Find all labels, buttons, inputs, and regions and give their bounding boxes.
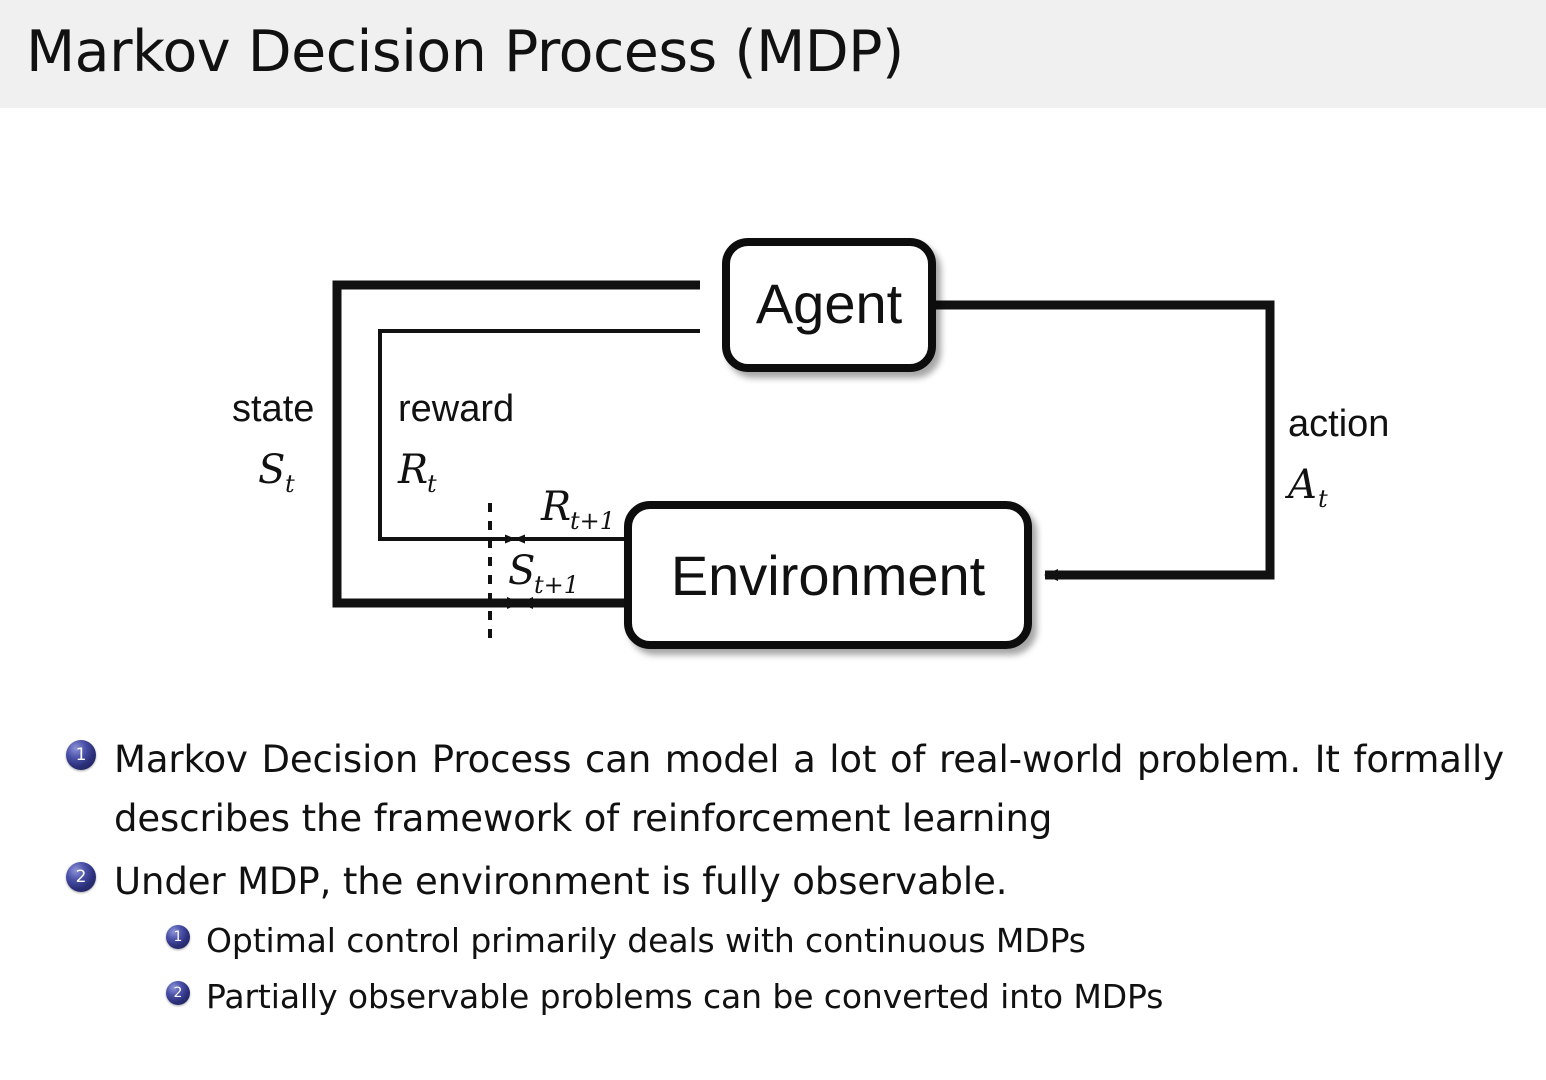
action-label-word: action	[1288, 403, 1389, 445]
agent-node: Agent	[722, 238, 936, 372]
reward-feedback-path	[378, 329, 700, 544]
page-title: Markov Decision Process (MDP)	[26, 19, 904, 85]
agent-node-label: Agent	[756, 272, 903, 335]
list-item: 1 Markov Decision Process can model a lo…	[0, 730, 1546, 848]
action-path	[932, 300, 1275, 581]
bullet-badge-1: 1	[66, 740, 96, 770]
next-state-symbol: S	[508, 548, 535, 594]
reward-label-subscript: t	[427, 470, 437, 498]
state-label-symbol: S	[258, 447, 285, 493]
reward-label-word: reward	[398, 388, 514, 430]
list-item: 1 Optimal control primarily deals with c…	[0, 915, 1546, 967]
list-item: 2 Under MDP, the environment is fully ob…	[0, 852, 1546, 911]
mdp-diagram: Agent Environment state S t reward R t a…	[0, 108, 1546, 708]
next-state-label-group: S t+1	[508, 548, 579, 599]
sub-bullet-text-2: Partially observable problems can be con…	[206, 977, 1164, 1016]
reward-label-symbol: R	[397, 447, 428, 493]
list-item: 2 Partially observable problems can be c…	[0, 971, 1546, 1023]
reward-label-group: reward R t	[397, 388, 514, 498]
bullet-list: 1 Markov Decision Process can model a lo…	[0, 730, 1546, 1027]
environment-node: Environment	[624, 501, 1032, 649]
state-feedback-path	[332, 280, 700, 609]
bullet-text-2: Under MDP, the environment is fully obse…	[114, 860, 1008, 903]
sub-bullet-badge-1: 1	[166, 925, 190, 949]
next-state-subscript: t+1	[534, 571, 579, 599]
sub-bullet-badge-2: 2	[166, 981, 190, 1005]
action-label-group: action A t	[1284, 403, 1389, 513]
next-reward-subscript: t+1	[570, 507, 615, 535]
environment-node-label: Environment	[671, 544, 986, 607]
next-reward-label-group: R t+1	[540, 484, 615, 535]
bullet-text-1: Markov Decision Process can model a lot …	[114, 738, 1504, 840]
slide-header-band: Markov Decision Process (MDP)	[0, 0, 1546, 108]
state-label-group: state S t	[232, 388, 314, 498]
action-label-symbol: A	[1284, 462, 1317, 508]
state-label-subscript: t	[285, 470, 295, 498]
state-label-word: state	[232, 388, 314, 430]
sub-bullet-text-1: Optimal control primarily deals with con…	[206, 921, 1086, 960]
action-label-subscript: t	[1318, 485, 1328, 513]
agent-environment-loop-svg: Agent Environment state S t reward R t a…	[232, 238, 1389, 649]
bullet-badge-2: 2	[66, 862, 96, 892]
next-reward-symbol: R	[540, 484, 571, 530]
